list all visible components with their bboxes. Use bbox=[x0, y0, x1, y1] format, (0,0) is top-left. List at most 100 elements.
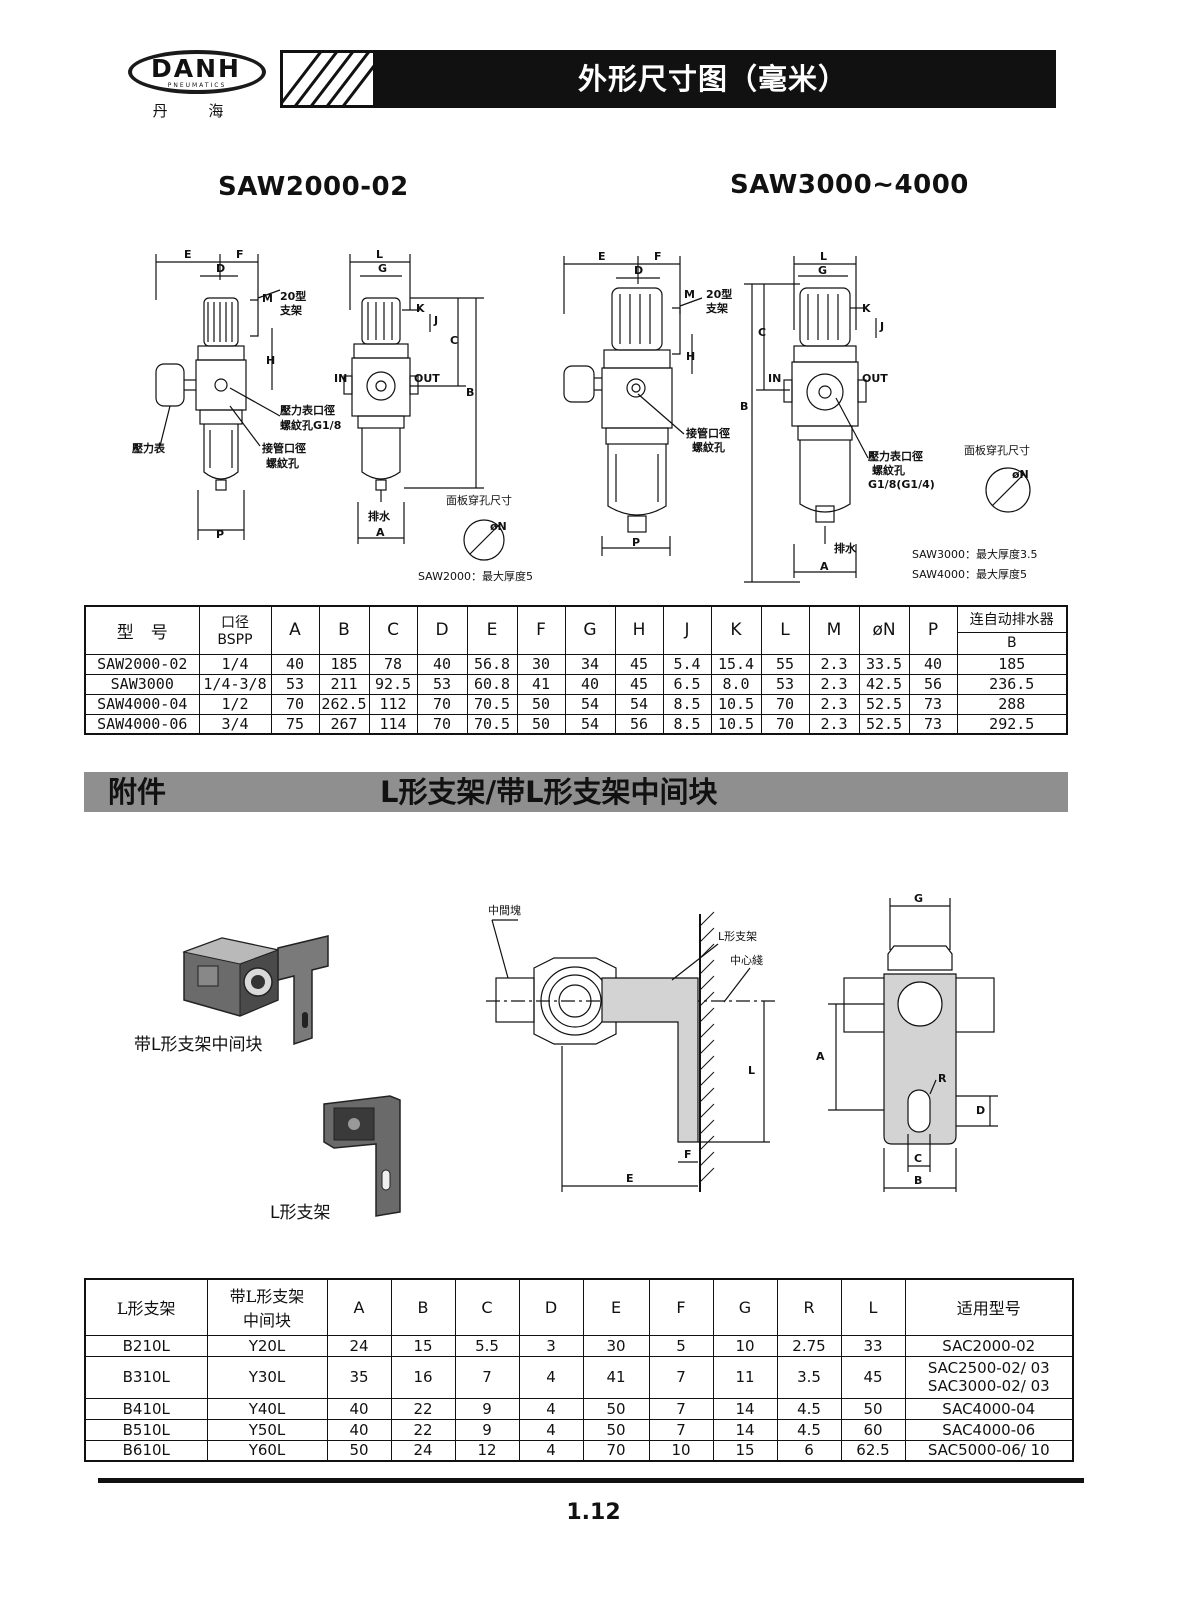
col-b: B bbox=[318, 605, 370, 655]
cell: 6.5 bbox=[662, 673, 712, 695]
dim-g-2: G bbox=[818, 264, 827, 277]
cell: 45 bbox=[614, 673, 664, 695]
col-j: J bbox=[662, 605, 712, 655]
dim-e-2: E bbox=[598, 250, 606, 263]
bracket-label: 20型 bbox=[280, 289, 306, 303]
cell: 54 bbox=[614, 693, 664, 715]
title-stripes bbox=[283, 53, 373, 105]
dim-h: H bbox=[266, 354, 275, 367]
col-d: D bbox=[518, 1278, 584, 1336]
col-bracket: L形支架 bbox=[84, 1278, 208, 1336]
cell: SAW4000-04 bbox=[84, 693, 200, 715]
accessories-section-bar: 附件 L形支架/带L形支架中间块 bbox=[84, 772, 1068, 812]
panel-hole-label-2: 面板穿孔尺寸 bbox=[964, 443, 1030, 457]
cell: 60.8 bbox=[466, 673, 518, 695]
cell: 75 bbox=[270, 713, 320, 735]
dim-p: P bbox=[216, 528, 224, 541]
cell: 40 bbox=[564, 673, 616, 695]
cell: Y50L bbox=[206, 1418, 328, 1441]
cell: 8.5 bbox=[662, 693, 712, 715]
dim-b: B bbox=[466, 386, 474, 399]
logo-oval bbox=[128, 50, 266, 94]
drain-label: 排水 bbox=[368, 509, 391, 523]
col-applicable-model: 适用型号 bbox=[904, 1278, 1074, 1336]
col-middle-block-l1: 带L形支架 bbox=[229, 1287, 305, 1307]
cell: 7 bbox=[648, 1418, 714, 1441]
model-heading-left: SAW2000-02 bbox=[218, 172, 409, 202]
cell: 12 bbox=[454, 1439, 520, 1462]
cell: 22 bbox=[390, 1418, 456, 1441]
cell: 54 bbox=[564, 693, 616, 715]
dim-e: E bbox=[184, 248, 192, 261]
cell: 42.5 bbox=[858, 673, 910, 695]
bracket-dim-r: R bbox=[938, 1072, 947, 1085]
col-auto-drain-b: B bbox=[956, 631, 1068, 655]
cell: 41 bbox=[582, 1355, 650, 1399]
dim-p-2: P bbox=[632, 536, 640, 549]
gauge-thread-r1: 螺紋孔 bbox=[872, 463, 905, 477]
col-c: C bbox=[368, 605, 418, 655]
cell: 56 bbox=[908, 673, 958, 695]
cell: 8.5 bbox=[662, 713, 712, 735]
saw3000-drawing: E F D M 20型 支架 H 接管口徑 螺紋孔 P L G K J C B … bbox=[550, 244, 1070, 594]
dim-d: D bbox=[216, 262, 225, 275]
gauge-thread-label: 螺紋孔G1/8 bbox=[280, 418, 341, 432]
cell: 70 bbox=[416, 713, 468, 735]
pipe-thread-label-2: 螺紋孔 bbox=[692, 440, 725, 454]
cell: 8.0 bbox=[710, 673, 762, 695]
cell-line: SAC3000-02/ 03 bbox=[927, 1377, 1050, 1395]
dim-k-2: K bbox=[862, 302, 871, 315]
cell: 288 bbox=[956, 693, 1068, 715]
cell: 9 bbox=[454, 1418, 520, 1441]
col-h: H bbox=[614, 605, 664, 655]
cell: 34 bbox=[564, 653, 616, 675]
col-a: A bbox=[270, 605, 320, 655]
dim-a-2: A bbox=[820, 560, 829, 573]
cell: 40 bbox=[326, 1397, 392, 1420]
cell: 52.5 bbox=[858, 713, 910, 735]
logo-subtitle: PNEUMATICS bbox=[167, 82, 227, 89]
col-port-label: 口径 bbox=[221, 615, 249, 632]
bracket-dim-g: G bbox=[914, 892, 923, 905]
cell: 41 bbox=[516, 673, 566, 695]
col-c: C bbox=[454, 1278, 520, 1336]
cell: 1/4-3/8 bbox=[198, 673, 272, 695]
cell: 4.5 bbox=[776, 1418, 842, 1441]
col-port-sub: BSPP bbox=[217, 632, 253, 649]
table-header-row: L形支架 带L形支架 中间块 A B C D E F G R L 适用型号 bbox=[84, 1278, 1074, 1336]
cell: 4 bbox=[518, 1439, 584, 1462]
title-bar: 外形尺寸图（毫米） bbox=[280, 50, 1056, 108]
out-label: OUT bbox=[414, 372, 440, 385]
cell: 15 bbox=[712, 1439, 778, 1462]
cell: 70 bbox=[270, 693, 320, 715]
cell: 15.4 bbox=[710, 653, 762, 675]
cell: 53 bbox=[270, 673, 320, 695]
cell: 3 bbox=[518, 1334, 584, 1357]
cell: 16 bbox=[390, 1355, 456, 1399]
cell: 54 bbox=[564, 713, 616, 735]
col-r: R bbox=[776, 1278, 842, 1336]
panel-hole-label: 面板穿孔尺寸 bbox=[446, 493, 512, 507]
logo-word: DANH bbox=[151, 54, 241, 83]
cell: 3.5 bbox=[776, 1355, 842, 1399]
col-n: øN bbox=[858, 605, 910, 655]
cell: 35 bbox=[326, 1355, 392, 1399]
cell: B310L bbox=[84, 1355, 208, 1399]
cell: Y40L bbox=[206, 1397, 328, 1420]
cell: 30 bbox=[516, 653, 566, 675]
cell: B510L bbox=[84, 1418, 208, 1441]
dim-c-2: C bbox=[758, 326, 766, 339]
cell: Y60L bbox=[206, 1439, 328, 1462]
bracket-dim-f: F bbox=[684, 1148, 692, 1161]
section-title-right: L形支架/带L形支架中间块 bbox=[380, 775, 718, 809]
bracket-label-2: 支架 bbox=[279, 303, 302, 317]
saw2000-note: SAW2000：最大厚度5 bbox=[418, 569, 533, 583]
in-label: IN bbox=[334, 372, 347, 385]
cell: 2.75 bbox=[776, 1334, 842, 1357]
cell: 50 bbox=[840, 1397, 906, 1420]
model-heading-right: SAW3000~4000 bbox=[730, 170, 969, 200]
cell: 185 bbox=[318, 653, 370, 675]
cell: 70.5 bbox=[466, 713, 518, 735]
